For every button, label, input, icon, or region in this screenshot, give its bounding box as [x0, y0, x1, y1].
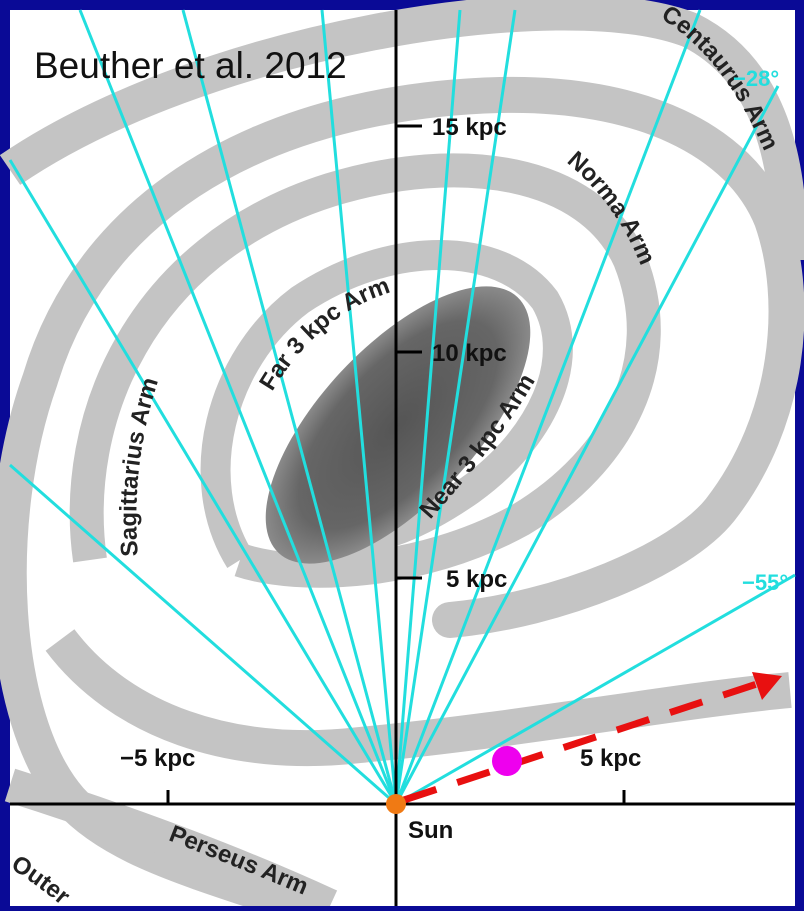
longitude-label-top: −28° [733, 66, 779, 91]
x-tick-label-pos5: 5 kpc [580, 745, 641, 772]
y-tick-label-5: 5 kpc [446, 566, 507, 593]
citation-text: Beuther et al. 2012 [34, 45, 347, 86]
sight-line [181, 9, 398, 805]
axis-tick-labels: 15 kpc 10 kpc 5 kpc −5 kpc 5 kpc Sun [120, 114, 641, 844]
sight-line [394, 9, 702, 805]
longitude-labels: −28° −55° [733, 66, 788, 595]
arm-centaurus [0, 0, 804, 261]
arrow-head [752, 672, 782, 700]
y-tick-label-15: 15 kpc [432, 114, 507, 141]
sight-line [394, 9, 462, 805]
longitude-label-right: −55° [742, 570, 788, 595]
arm-outer-ring [0, 76, 804, 911]
direction-arrow [402, 672, 782, 804]
arm-perseus [4, 768, 338, 911]
sight-line [78, 9, 398, 805]
sight-line [395, 573, 796, 806]
x-tick-label-neg5: −5 kpc [120, 745, 195, 772]
sun-label: Sun [408, 817, 453, 844]
y-tick-label-10: 10 kpc [432, 340, 507, 367]
sight-line [394, 85, 780, 805]
sight-lines [8, 9, 796, 806]
sun-marker [386, 794, 406, 814]
sight-line [320, 9, 398, 805]
sight-line [9, 463, 397, 806]
sight-line [8, 159, 398, 805]
source-marker [492, 746, 522, 776]
arrow-shaft [402, 679, 762, 804]
sight-line [394, 9, 517, 805]
